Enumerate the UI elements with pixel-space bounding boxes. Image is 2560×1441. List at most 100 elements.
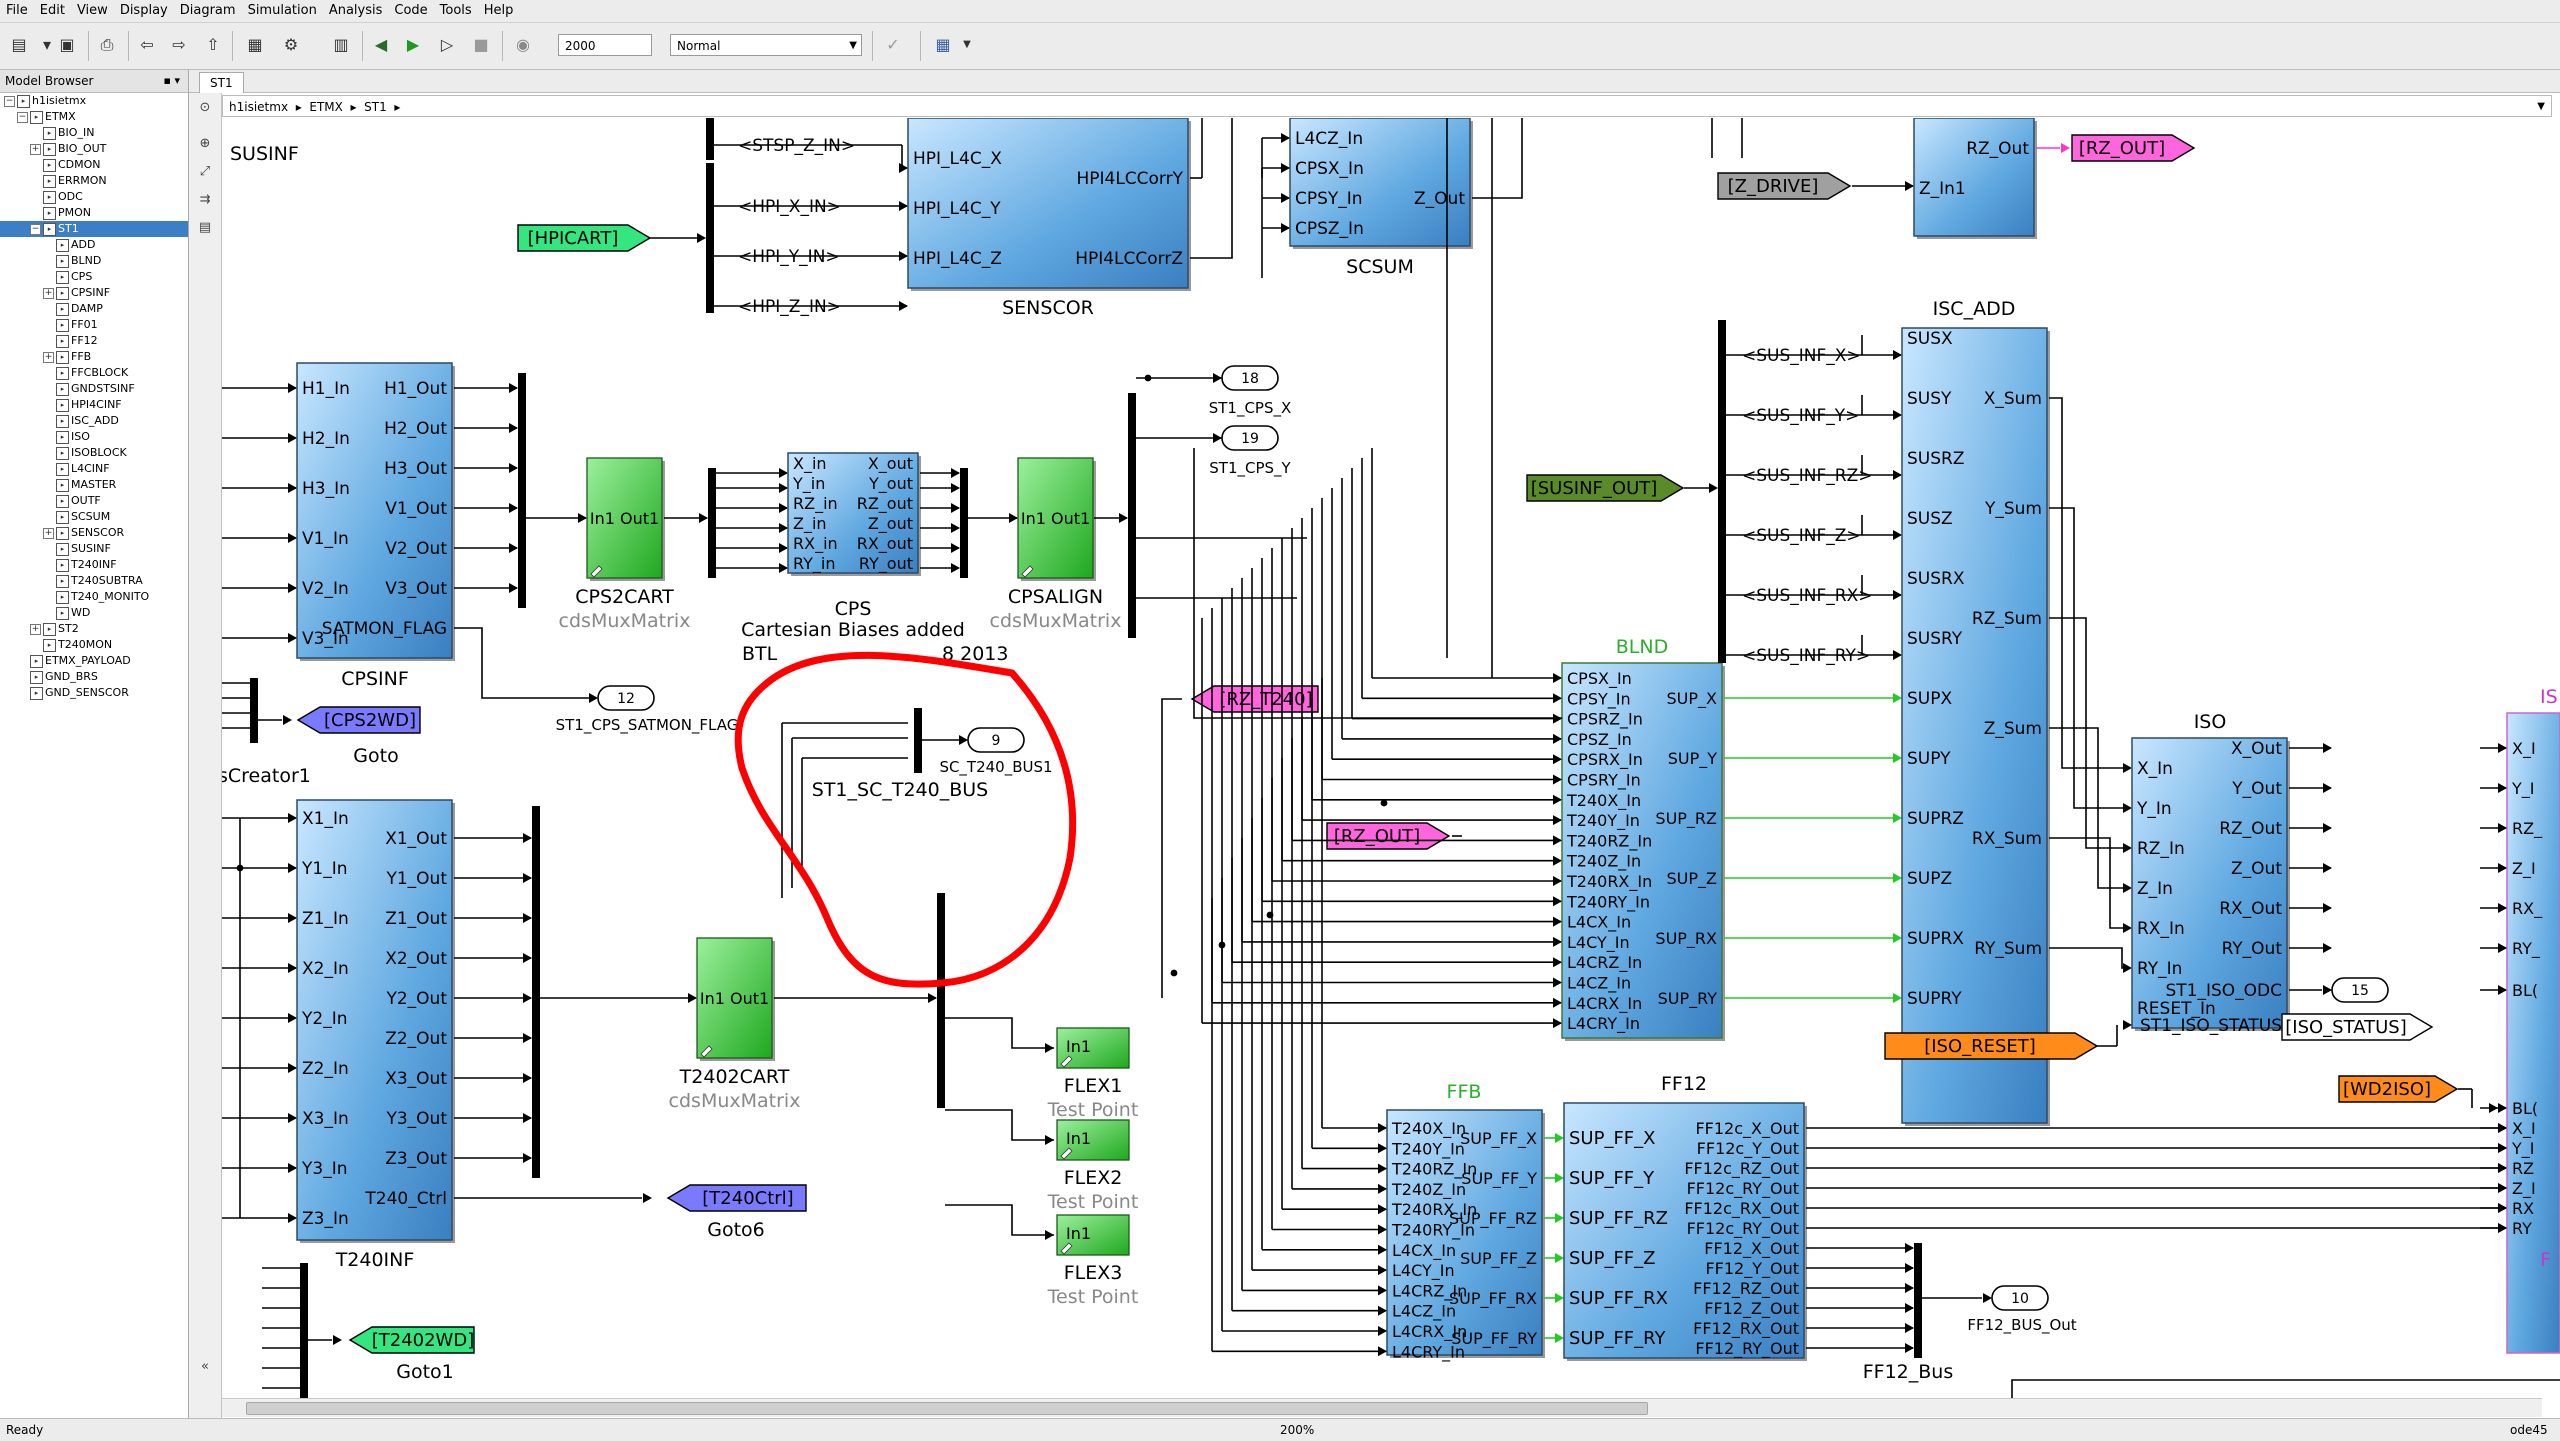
tree-item-gndstsinf[interactable]: ▸GNDSTSINF — [0, 381, 188, 397]
from-rz-out[interactable]: [RZ_OUT] — [1326, 822, 1451, 850]
outport-10[interactable]: 10 — [1991, 1285, 2049, 1311]
subsystem-[interactable]: X_InY_InRZ_InZ_InRX_InRY_InRESET_InX_Out… — [2131, 737, 2290, 1036]
back-icon[interactable]: ⇦ — [140, 35, 154, 54]
outport-15[interactable]: 15 — [2331, 977, 2389, 1003]
tree-item-cdmon[interactable]: ▸CDMON — [0, 157, 188, 173]
annotation-icon[interactable]: ▤ — [198, 220, 212, 235]
tree-item-outf[interactable]: ▸OUTF — [0, 493, 188, 509]
tree-item-cpsinf[interactable]: +▸CPSINF — [0, 285, 188, 301]
menu-tools[interactable]: Tools — [439, 3, 472, 18]
goto-z-drive[interactable]: [Z_DRIVE] — [1717, 172, 1852, 200]
outport-body[interactable] — [2331, 977, 2389, 1003]
menu-analysis[interactable]: Analysis — [328, 3, 383, 18]
block-body[interactable] — [696, 937, 773, 1059]
model-config-icon[interactable]: ⚙ — [283, 35, 299, 54]
horizontal-scrollbar[interactable] — [222, 1398, 2542, 1417]
outport-19[interactable]: 19 — [1221, 425, 1279, 451]
tag-body[interactable] — [1190, 685, 1319, 713]
breadcrumb-item-etmx[interactable]: ETMX — [309, 100, 343, 114]
from-rz-t240[interactable]: [RZ_T240] — [1190, 685, 1319, 713]
tree-item-t240_monito[interactable]: ▸T240_MONITO — [0, 589, 188, 605]
expand-icon[interactable]: + — [30, 624, 41, 635]
tree-item-wd[interactable]: ▸WD — [0, 605, 188, 621]
from-iso-reset[interactable]: [ISO_RESET] — [1884, 1032, 2099, 1060]
goto-cps2wd[interactable]: [CPS2WD] — [296, 706, 421, 734]
tree-item-st1[interactable]: −▸ST1 — [0, 221, 188, 237]
outport-body[interactable] — [1991, 1285, 2049, 1311]
bus-bar[interactable] — [300, 1263, 308, 1398]
tree-item-scsum[interactable]: ▸SCSUM — [0, 509, 188, 525]
build-icon[interactable]: ▦ — [935, 35, 951, 54]
bus-bar[interactable] — [706, 163, 714, 313]
library-browser-icon[interactable]: ▦ — [247, 35, 263, 54]
expand-icon[interactable]: + — [43, 528, 54, 539]
simulation-stop-time-field[interactable]: 2000 — [558, 34, 652, 56]
tree-item-gnd_senscor[interactable]: ▸GND_SENSCOR — [0, 685, 188, 701]
subsystem-[interactable]: SUP_FF_XSUP_FF_YSUP_FF_RZSUP_FF_ZSUP_FF_… — [1563, 1102, 1807, 1361]
menu-simulation[interactable]: Simulation — [247, 3, 317, 18]
fit-view-icon[interactable]: ⤢ — [199, 164, 211, 179]
forward-icon[interactable]: ⇨ — [172, 35, 186, 54]
bus-bar[interactable] — [960, 468, 968, 578]
block-body[interactable] — [1017, 457, 1094, 579]
goto-t2402wd[interactable]: [T2402WD] — [348, 1326, 475, 1354]
block-body[interactable] — [1289, 118, 1471, 247]
goto-iso-status[interactable]: [ISO_STATUS] — [2281, 1013, 2434, 1041]
tree-item-bio_in[interactable]: ▸BIO_IN — [0, 125, 188, 141]
bus-bar[interactable] — [937, 893, 945, 1108]
bus-bar[interactable] — [1914, 1243, 1922, 1358]
outport-body[interactable] — [597, 685, 655, 711]
tree-item-st2[interactable]: +▸ST2 — [0, 621, 188, 637]
goto-t240ctrl[interactable]: [T240Ctrl] — [666, 1184, 807, 1212]
subsystem-[interactable]: HPI_L4C_XHPI_L4C_YHPI_L4C_ZHPI4LCCorrYHP… — [907, 118, 1191, 291]
tree-item-etmx_payload[interactable]: ▸ETMX_PAYLOAD — [0, 653, 188, 669]
tab-st1[interactable]: ST1 — [199, 72, 244, 93]
block-body[interactable] — [1563, 1102, 1805, 1359]
block-body[interactable] — [1901, 327, 2048, 1124]
collapse-icon[interactable]: − — [4, 96, 15, 107]
block-body[interactable] — [907, 118, 1189, 289]
tree-item-iso[interactable]: ▸ISO — [0, 429, 188, 445]
tree-item-isc_add[interactable]: ▸ISC_ADD — [0, 413, 188, 429]
tag-body[interactable] — [1326, 822, 1451, 850]
block-body[interactable] — [586, 457, 663, 579]
block-body[interactable] — [787, 452, 919, 574]
tree-item-odc[interactable]: ▸ODC — [0, 189, 188, 205]
tag-body[interactable] — [296, 706, 421, 734]
collapse-icon[interactable]: − — [30, 224, 41, 235]
panel-menu-icon[interactable]: ▪ ▾ — [163, 74, 180, 87]
collapse-icon[interactable]: « — [201, 1359, 209, 1374]
outport-18[interactable]: 18 — [1221, 365, 1279, 391]
menu-code[interactable]: Code — [394, 3, 428, 18]
block-body[interactable] — [1913, 118, 2035, 237]
expand-icon[interactable]: + — [30, 144, 41, 155]
menu-display[interactable]: Display — [119, 3, 168, 18]
expand-icon[interactable]: + — [43, 288, 54, 299]
step-forward-icon[interactable]: ▷ — [440, 35, 454, 54]
tag-body[interactable] — [666, 1184, 807, 1212]
outport-9[interactable]: 9 — [967, 727, 1025, 753]
breadcrumb-item-h1isietmx[interactable]: h1isietmx — [229, 100, 289, 114]
simulink-diagram[interactable]: SUSINF<STSP_Z_IN><HPI_X_IN><HPI_Y_IN><HP… — [222, 118, 2560, 1398]
outport-body[interactable] — [967, 727, 1025, 753]
expand-icon[interactable]: + — [43, 352, 54, 363]
collapse-icon[interactable]: − — [17, 112, 28, 123]
chevron-down-icon[interactable]: ▼ — [2537, 101, 2545, 112]
tree-item-gnd_brs[interactable]: ▸GND_BRS — [0, 669, 188, 685]
tree-item-t240subtra[interactable]: ▸T240SUBTRA — [0, 573, 188, 589]
bus-bar[interactable] — [532, 806, 540, 1178]
breadcrumb-item-st1[interactable]: ST1 — [364, 100, 387, 114]
tree-item-hpi4cinf[interactable]: ▸HPI4CINF — [0, 397, 188, 413]
model-advisor-icon[interactable]: ✓ — [886, 35, 900, 54]
tag-body[interactable] — [2071, 134, 2196, 162]
stop-icon[interactable]: ■ — [473, 35, 489, 54]
explorer-icon[interactable]: ▥ — [333, 35, 349, 54]
bus-bar[interactable] — [706, 118, 714, 160]
bus-bar[interactable] — [914, 708, 922, 773]
tree-item-ffcblock[interactable]: ▸FFCBLOCK — [0, 365, 188, 381]
tree-item-add[interactable]: ▸ADD — [0, 237, 188, 253]
